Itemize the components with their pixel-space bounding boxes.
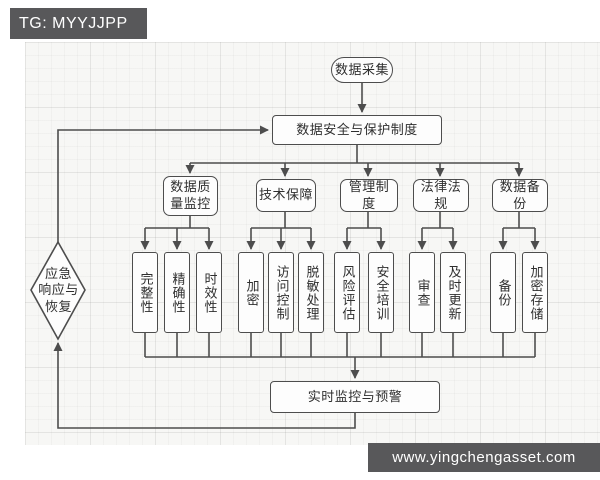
branch-quality: 数据质量监控 bbox=[163, 176, 218, 216]
child-accuracy: 精确性 bbox=[164, 252, 190, 333]
telegram-watermark: TG: MYYJJPP bbox=[10, 8, 147, 39]
child-encrypted-storage: 加密存储 bbox=[522, 252, 548, 333]
child-timeliness: 时效性 bbox=[196, 252, 222, 333]
policy-node: 数据安全与保护制度 bbox=[272, 115, 442, 145]
child-risk-assessment: 风险评估 bbox=[334, 252, 360, 333]
child-backup: 备份 bbox=[490, 252, 516, 333]
child-desensitization: 脱敏处理 bbox=[298, 252, 324, 333]
decision-diamond-shape bbox=[30, 240, 86, 341]
child-encryption: 加密 bbox=[238, 252, 264, 333]
branch-backup: 数据备份 bbox=[492, 179, 548, 212]
child-review: 审查 bbox=[409, 252, 435, 333]
website-watermark: www.yingchengasset.com bbox=[368, 443, 600, 472]
child-access-control: 访问控制 bbox=[268, 252, 294, 333]
decision-node: 应急 响应与 恢复 bbox=[38, 266, 79, 314]
start-node: 数据采集 bbox=[331, 57, 393, 83]
branch-legal: 法律法规 bbox=[413, 179, 469, 212]
branch-management: 管理制度 bbox=[340, 179, 398, 212]
monitor-node: 实时监控与预警 bbox=[270, 381, 440, 413]
branch-tech: 技术保障 bbox=[256, 179, 316, 212]
child-timely-update: 及时更新 bbox=[440, 252, 466, 333]
child-completeness: 完整性 bbox=[132, 252, 158, 333]
child-security-training: 安全培训 bbox=[368, 252, 394, 333]
